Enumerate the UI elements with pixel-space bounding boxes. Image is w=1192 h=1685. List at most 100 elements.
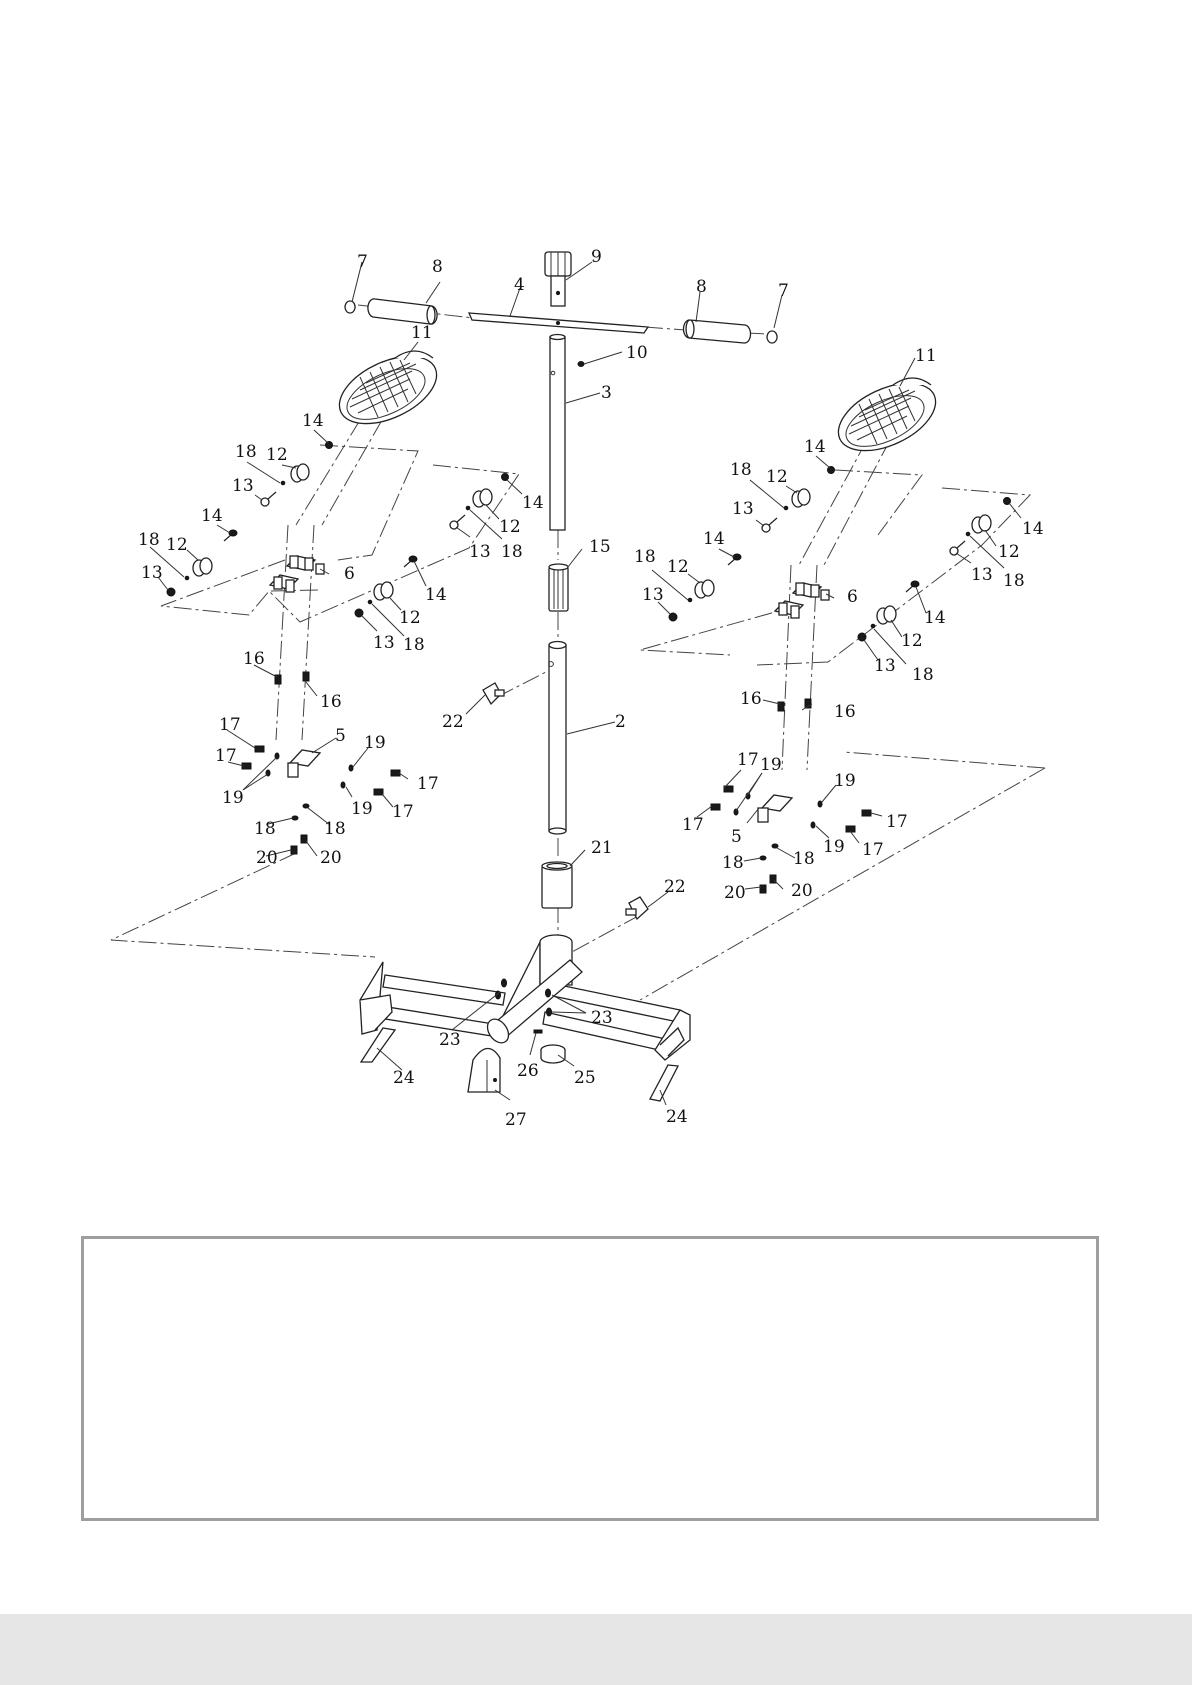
callout-18-left-a: 18 <box>235 442 257 462</box>
callout-17-right-d: 17 <box>862 840 884 860</box>
callout-9: 9 <box>591 247 602 267</box>
callout-8-left: 8 <box>432 257 443 277</box>
callout-16-left-b: 16 <box>320 692 342 712</box>
callout-18-right-b: 18 <box>1003 571 1025 591</box>
callout-13-right-c: 13 <box>642 585 664 605</box>
callout-14-right-d: 14 <box>924 608 946 628</box>
callout-13-left-a: 13 <box>232 476 254 496</box>
part-3-upper-tube <box>550 335 565 531</box>
callout-19-left-a: 19 <box>364 733 386 753</box>
part-8-right-grip <box>683 320 750 343</box>
callout-13-right-a: 13 <box>732 499 754 519</box>
callout-25: 25 <box>574 1068 596 1088</box>
callout-23-right: 23 <box>591 1008 613 1028</box>
callout-17-left-c: 17 <box>417 774 439 794</box>
callout-12-right-a: 12 <box>766 467 788 487</box>
callout-6-right: 6 <box>847 587 858 607</box>
callout-27: 27 <box>505 1110 527 1130</box>
part-15-bushing <box>549 564 568 611</box>
callout-17-right-c: 17 <box>886 812 908 832</box>
callout-20-right-a: 20 <box>724 883 746 903</box>
callout-4: 4 <box>514 275 525 295</box>
part-7-right-cap <box>767 331 777 343</box>
callout-15: 15 <box>589 537 611 557</box>
callout-3: 3 <box>601 383 612 403</box>
callout-13-left-b: 13 <box>141 563 163 583</box>
callout-12-right-d: 12 <box>901 631 923 651</box>
callout-18-left-c: 18 <box>501 542 523 562</box>
callout-12-left-d: 12 <box>399 608 421 628</box>
callout-18-right-f: 18 <box>793 849 815 869</box>
left-bracket-6 <box>270 556 324 592</box>
footer-band <box>0 1614 1192 1685</box>
callout-5-left: 5 <box>335 726 346 746</box>
callout-19-right-b: 19 <box>834 771 856 791</box>
callout-11-left: 11 <box>411 323 433 343</box>
callout-16-right-a: 16 <box>740 689 762 709</box>
callout-18-right-c: 18 <box>634 547 656 567</box>
callout-2: 2 <box>615 712 626 732</box>
callout-16-left-a: 16 <box>243 649 265 669</box>
callout-19-right-a: 19 <box>760 755 782 775</box>
callout-22-lower: 22 <box>664 877 686 897</box>
callout-24-left: 24 <box>393 1068 415 1088</box>
part-2-lower-tube <box>549 642 566 835</box>
callout-19-left-b: 19 <box>222 788 244 808</box>
callout-21: 21 <box>591 838 613 858</box>
callout-7-right: 7 <box>778 281 789 301</box>
right-bracket-5 <box>758 795 792 822</box>
callout-17-right-b: 17 <box>682 815 704 835</box>
callout-12-right-b: 12 <box>998 542 1020 562</box>
callout-12-left-a: 12 <box>266 445 288 465</box>
part-11-right-pedal <box>828 370 946 465</box>
callout-18-left-d: 18 <box>403 635 425 655</box>
callout-12-right-c: 12 <box>667 557 689 577</box>
base-frame <box>360 935 690 1060</box>
callout-17-left-a: 17 <box>219 715 241 735</box>
callout-20-left-a: 20 <box>256 848 278 868</box>
part-27-cover <box>468 1048 500 1092</box>
callout-20-left-b: 20 <box>320 848 342 868</box>
callout-13-left-c: 13 <box>469 542 491 562</box>
part-24-right-foot-cap <box>650 1065 678 1101</box>
callout-18-left-f: 18 <box>324 819 346 839</box>
callout-13-left-d: 13 <box>373 633 395 653</box>
callout-12-left-c: 12 <box>499 517 521 537</box>
callout-14-right-c: 14 <box>1022 519 1044 539</box>
part-7-left-cap <box>345 301 355 313</box>
callout-18-left-e: 18 <box>254 819 276 839</box>
callout-14-left-d: 14 <box>425 585 447 605</box>
callout-18-left-b: 18 <box>138 530 160 550</box>
callout-14-right-a: 14 <box>804 437 826 457</box>
callout-22-upper: 22 <box>442 712 464 732</box>
callout-19-right-c: 19 <box>823 837 845 857</box>
callout-18-right-a: 18 <box>730 460 752 480</box>
left-small-hardware <box>167 442 509 855</box>
callout-13-right-d: 13 <box>874 656 896 676</box>
callout-11-right: 11 <box>915 346 937 366</box>
callout-7-left: 7 <box>357 252 368 272</box>
part-4-handle-bar <box>469 313 648 333</box>
callout-5-right: 5 <box>731 827 742 847</box>
right-bracket-6 <box>775 583 829 618</box>
part-25-end-cap <box>541 1045 565 1063</box>
callout-24-right: 24 <box>666 1107 688 1127</box>
callout-6-left: 6 <box>344 564 355 584</box>
callout-10: 10 <box>626 343 648 363</box>
part-21-sleeve <box>542 862 572 908</box>
part-22-lower-knob <box>626 897 648 919</box>
callout-12-left-b: 12 <box>166 535 188 555</box>
callout-18-right-d: 18 <box>912 665 934 685</box>
callout-20-right-b: 20 <box>791 881 813 901</box>
callout-13-right-b: 13 <box>971 565 993 585</box>
callout-26: 26 <box>517 1061 539 1081</box>
callout-8-right: 8 <box>696 277 707 297</box>
callout-19-left-c: 19 <box>351 799 373 819</box>
part-22-upper-knob <box>483 683 504 704</box>
callout-14-left-b: 14 <box>201 506 223 526</box>
callout-14-right-b: 14 <box>703 529 725 549</box>
callout-17-left-b: 17 <box>215 746 237 766</box>
notes-box <box>81 1236 1099 1521</box>
part-11-left-pedal <box>329 343 447 438</box>
part-10-screw <box>578 362 584 367</box>
